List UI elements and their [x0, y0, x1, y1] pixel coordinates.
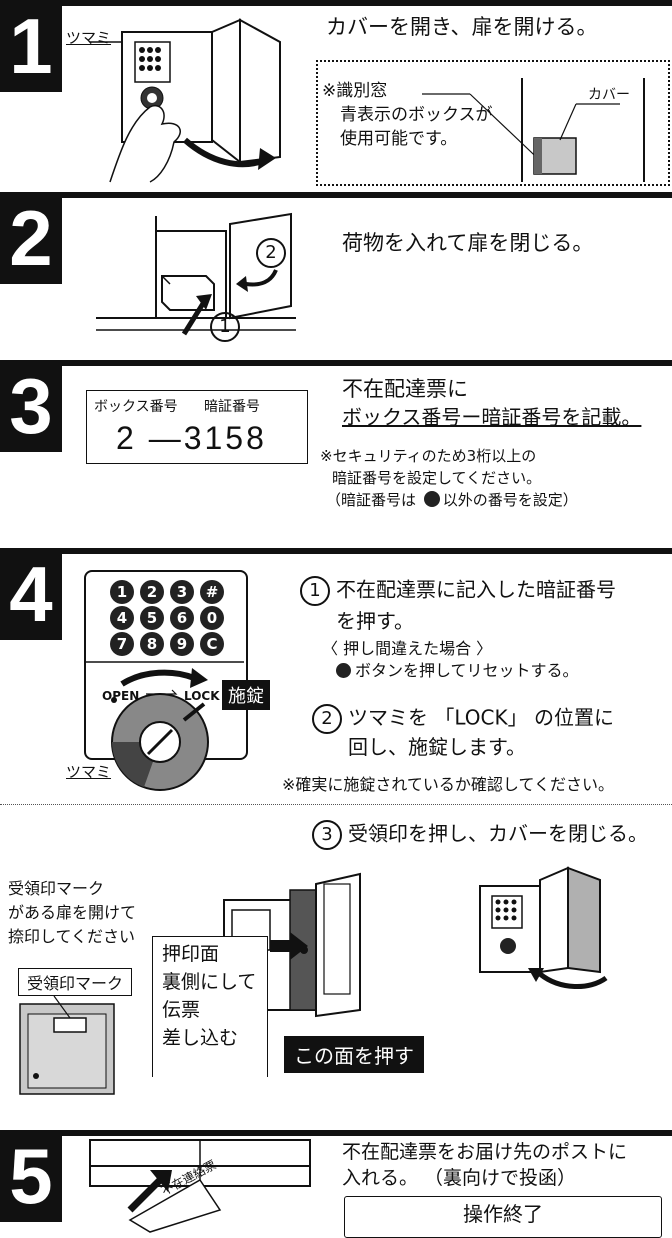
step1-cover-label: カバー	[588, 87, 630, 103]
step1-band	[0, 0, 672, 6]
step4-stamp-note2: がある扉を開けて	[8, 903, 137, 922]
step4-item2-text1: ツマミを 「LOCK」 の位置に	[348, 705, 614, 730]
step3-note-line1: ※セキュリティのため3桁以上の	[320, 447, 537, 465]
key-9[interactable]: 9	[170, 632, 194, 656]
step3-note-line3-b: 以外の番号を設定）	[442, 491, 578, 509]
key-2[interactable]: 2	[140, 580, 164, 604]
step3-slip-card	[86, 390, 308, 464]
key-1[interactable]: 1	[110, 580, 134, 604]
step2-illustration	[96, 212, 296, 336]
step4-item1-note1: 〈 押し間違えた場合 〉	[322, 639, 493, 658]
step4-item2-line2: 回し、施錠します。	[348, 735, 526, 759]
step4-insert-line1: 押印面	[162, 943, 220, 965]
step3-note-line3-a: （暗証番号は	[326, 491, 421, 509]
step4-insert-line4: 差し込む	[162, 1027, 239, 1049]
step4-item1-note2-text: ボタンを押してリセットする。	[355, 661, 579, 680]
step3-card-value: 2 ―3158	[116, 420, 267, 456]
step4-stamp-door-illustration	[19, 995, 115, 1095]
step4-close-cover-illustration	[479, 866, 608, 990]
step4-insert-box	[152, 936, 268, 1077]
step4-tsumami-label: ツマミ	[66, 763, 112, 781]
step3-note-line2: 暗証番号を設定してください。	[332, 469, 542, 487]
step3-card-pin-label: 暗証番号	[204, 399, 260, 415]
step4-keypad: 1 2 3 # 4 5 6 0 7 8 9 C	[110, 580, 230, 658]
step4-seijo-badge: 施錠	[222, 680, 270, 710]
step4-stamp-note1: 受領印マーク	[8, 879, 105, 898]
step4-divider	[0, 804, 672, 805]
step4-insert-line2: 裏側にして	[162, 971, 257, 993]
step3-note-line3: （暗証番号は 以外の番号を設定）	[326, 490, 578, 510]
step5-end-label: 操作終了	[463, 1202, 543, 1226]
key-4[interactable]: 4	[110, 606, 134, 630]
step3-number: 3	[0, 360, 62, 452]
key-3[interactable]: 3	[170, 580, 194, 604]
step4-item1-text1: 不在配達票に記入した暗証番号	[336, 577, 616, 602]
step1-note-line3: 使用可能です。	[340, 129, 458, 149]
step4-confirm-note: ※確実に施錠されているか確認してください。	[282, 775, 614, 794]
step4-insert-illustration	[223, 872, 361, 1018]
step1-illustration	[90, 18, 281, 183]
step2-marker-2: 2	[256, 238, 286, 268]
step4-item2-number: 2	[312, 704, 342, 734]
step1-instruction: カバーを開き、扉を開ける。	[326, 15, 598, 39]
step4-lock-illustration	[84, 661, 244, 791]
step4-band	[0, 548, 672, 554]
key-7[interactable]: 7	[110, 632, 134, 656]
step4-item3-text: 受領印を押し、カバーを閉じる。	[348, 821, 648, 846]
step4-item1-note2: ボタンを押してリセットする。	[336, 660, 579, 682]
step2-instruction: 荷物を入れて扉を閉じる。	[342, 231, 594, 255]
step1-note-line2: 青表示のボックスが	[340, 105, 493, 125]
step5-end-box: 操作終了	[344, 1196, 662, 1238]
step3-instruction-line1: 不在配達票に	[342, 377, 468, 401]
key-0[interactable]: 0	[200, 606, 224, 630]
c-key-icon	[423, 491, 440, 507]
step3-band	[0, 360, 672, 366]
step4-open-label: OPEN	[102, 689, 140, 703]
key-5[interactable]: 5	[140, 606, 164, 630]
step4-press-label: この面を押す	[284, 1036, 424, 1073]
step2-number: 2	[0, 192, 62, 284]
key-c[interactable]: C	[200, 632, 224, 656]
c-button-icon	[336, 663, 351, 678]
step5-post-illustration	[89, 1139, 311, 1233]
step2-marker-1: 1	[210, 312, 240, 342]
step4-lock-label: LOCK	[184, 689, 220, 703]
step4-stamp-note3: 捺印してください	[8, 927, 136, 946]
step2-band	[0, 192, 672, 198]
step5-band	[0, 1130, 672, 1136]
key-hash[interactable]: #	[200, 580, 224, 604]
step4-item3-number: 3	[312, 820, 342, 850]
step1-note-line1: ※識別窓	[322, 81, 388, 101]
step4-number: 4	[0, 548, 62, 640]
step4-insert-line3: 伝票	[162, 999, 201, 1021]
step3-instruction-line2: ボックス番号ー暗証番号を記載。	[342, 405, 642, 429]
step5-instruction-line2: 入れる。 （裏向けで投函）	[342, 1167, 577, 1189]
step4-item1-line2: を押す。	[336, 609, 414, 633]
step5-number: 5	[0, 1130, 62, 1222]
step1-note-box	[316, 60, 670, 186]
step5-instruction-line1: 不在配達票をお届け先のポストに	[342, 1141, 628, 1163]
key-8[interactable]: 8	[140, 632, 164, 656]
step4-item1-number: 1	[300, 576, 330, 606]
step4-stamp-mark-label: 受領印マーク	[18, 968, 133, 996]
step3-card-box-label: ボックス番号	[94, 399, 178, 415]
step1-number: 1	[0, 0, 62, 92]
step1-window-diagram	[422, 78, 645, 182]
key-6[interactable]: 6	[170, 606, 194, 630]
